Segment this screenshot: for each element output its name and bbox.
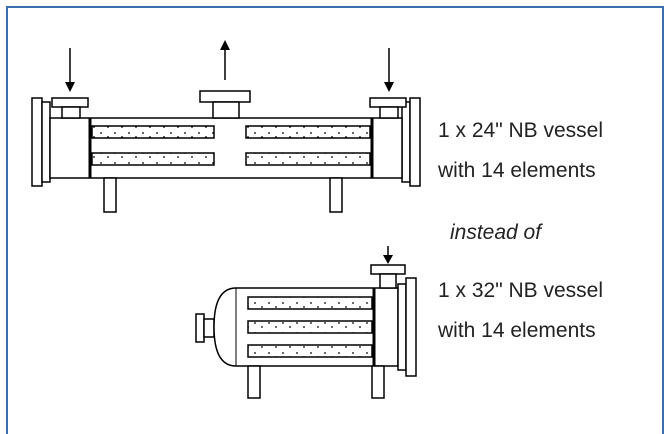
vessel-b-right-flange-inner <box>397 283 407 371</box>
vessel-b-nozzle <box>379 273 397 289</box>
vessel-a-right-nozzle <box>379 106 399 119</box>
vessel-b-element-1 <box>247 296 373 310</box>
vessel-b-label-line1: 1 x 32" NB vessel <box>438 279 604 302</box>
vessel-b-left-support <box>247 365 261 399</box>
vessel-a-label-line1: 1 x 24" NB vessel <box>438 119 604 142</box>
vessel-a-right-support <box>329 177 343 213</box>
outer-border <box>6 6 664 434</box>
vessel-b-flow-arrow <box>383 246 393 264</box>
vessel-b-nozzle-flange <box>370 264 406 275</box>
vessel-a-center-nozzle-flange <box>199 90 251 103</box>
vessel-a-element-top-right <box>245 125 371 139</box>
inlet-arrow-left-head <box>65 82 75 92</box>
vessel-a-left-support <box>103 177 117 213</box>
vessel-32-nb <box>195 264 417 399</box>
vessel-a-left-nozzle-flange <box>51 97 89 108</box>
vessel-a-left-flange-inner <box>41 101 51 183</box>
vessel-a-label-line2: with 14 elements <box>438 159 596 182</box>
inlet-arrow-vessel-b-head <box>383 255 393 264</box>
vessel-a-element-bottom-right <box>245 152 371 166</box>
vessel-a-left-flange <box>31 97 43 187</box>
vessel-24-nb <box>31 90 421 213</box>
vessel-b-left-knob-stem <box>203 318 215 338</box>
vessel-a-left-nozzle <box>61 106 81 119</box>
vessel-a-center-nozzle <box>212 101 240 119</box>
vessel-a-element-bottom-left <box>91 152 215 166</box>
vessel-b-label-line2: with 14 elements <box>438 319 596 342</box>
inlet-arrow-right-head <box>384 82 394 92</box>
vessel-b-left-knob <box>195 313 205 343</box>
vessel-a-flow-arrows <box>65 40 394 92</box>
vessel-b-right-support <box>371 365 385 399</box>
vessel-a-right-flange <box>409 97 421 187</box>
connector-label: instead of <box>450 221 542 244</box>
vessel-b-element-2 <box>247 320 373 334</box>
vessel-b-element-3 <box>247 344 373 358</box>
outlet-arrow-center-head <box>220 40 230 50</box>
vessel-b-right-flange <box>405 277 417 377</box>
vessel-a-right-flange-inner <box>401 101 411 183</box>
vessel-a-right-nozzle-flange <box>369 97 407 108</box>
vessel-a-element-top-left <box>91 125 215 139</box>
